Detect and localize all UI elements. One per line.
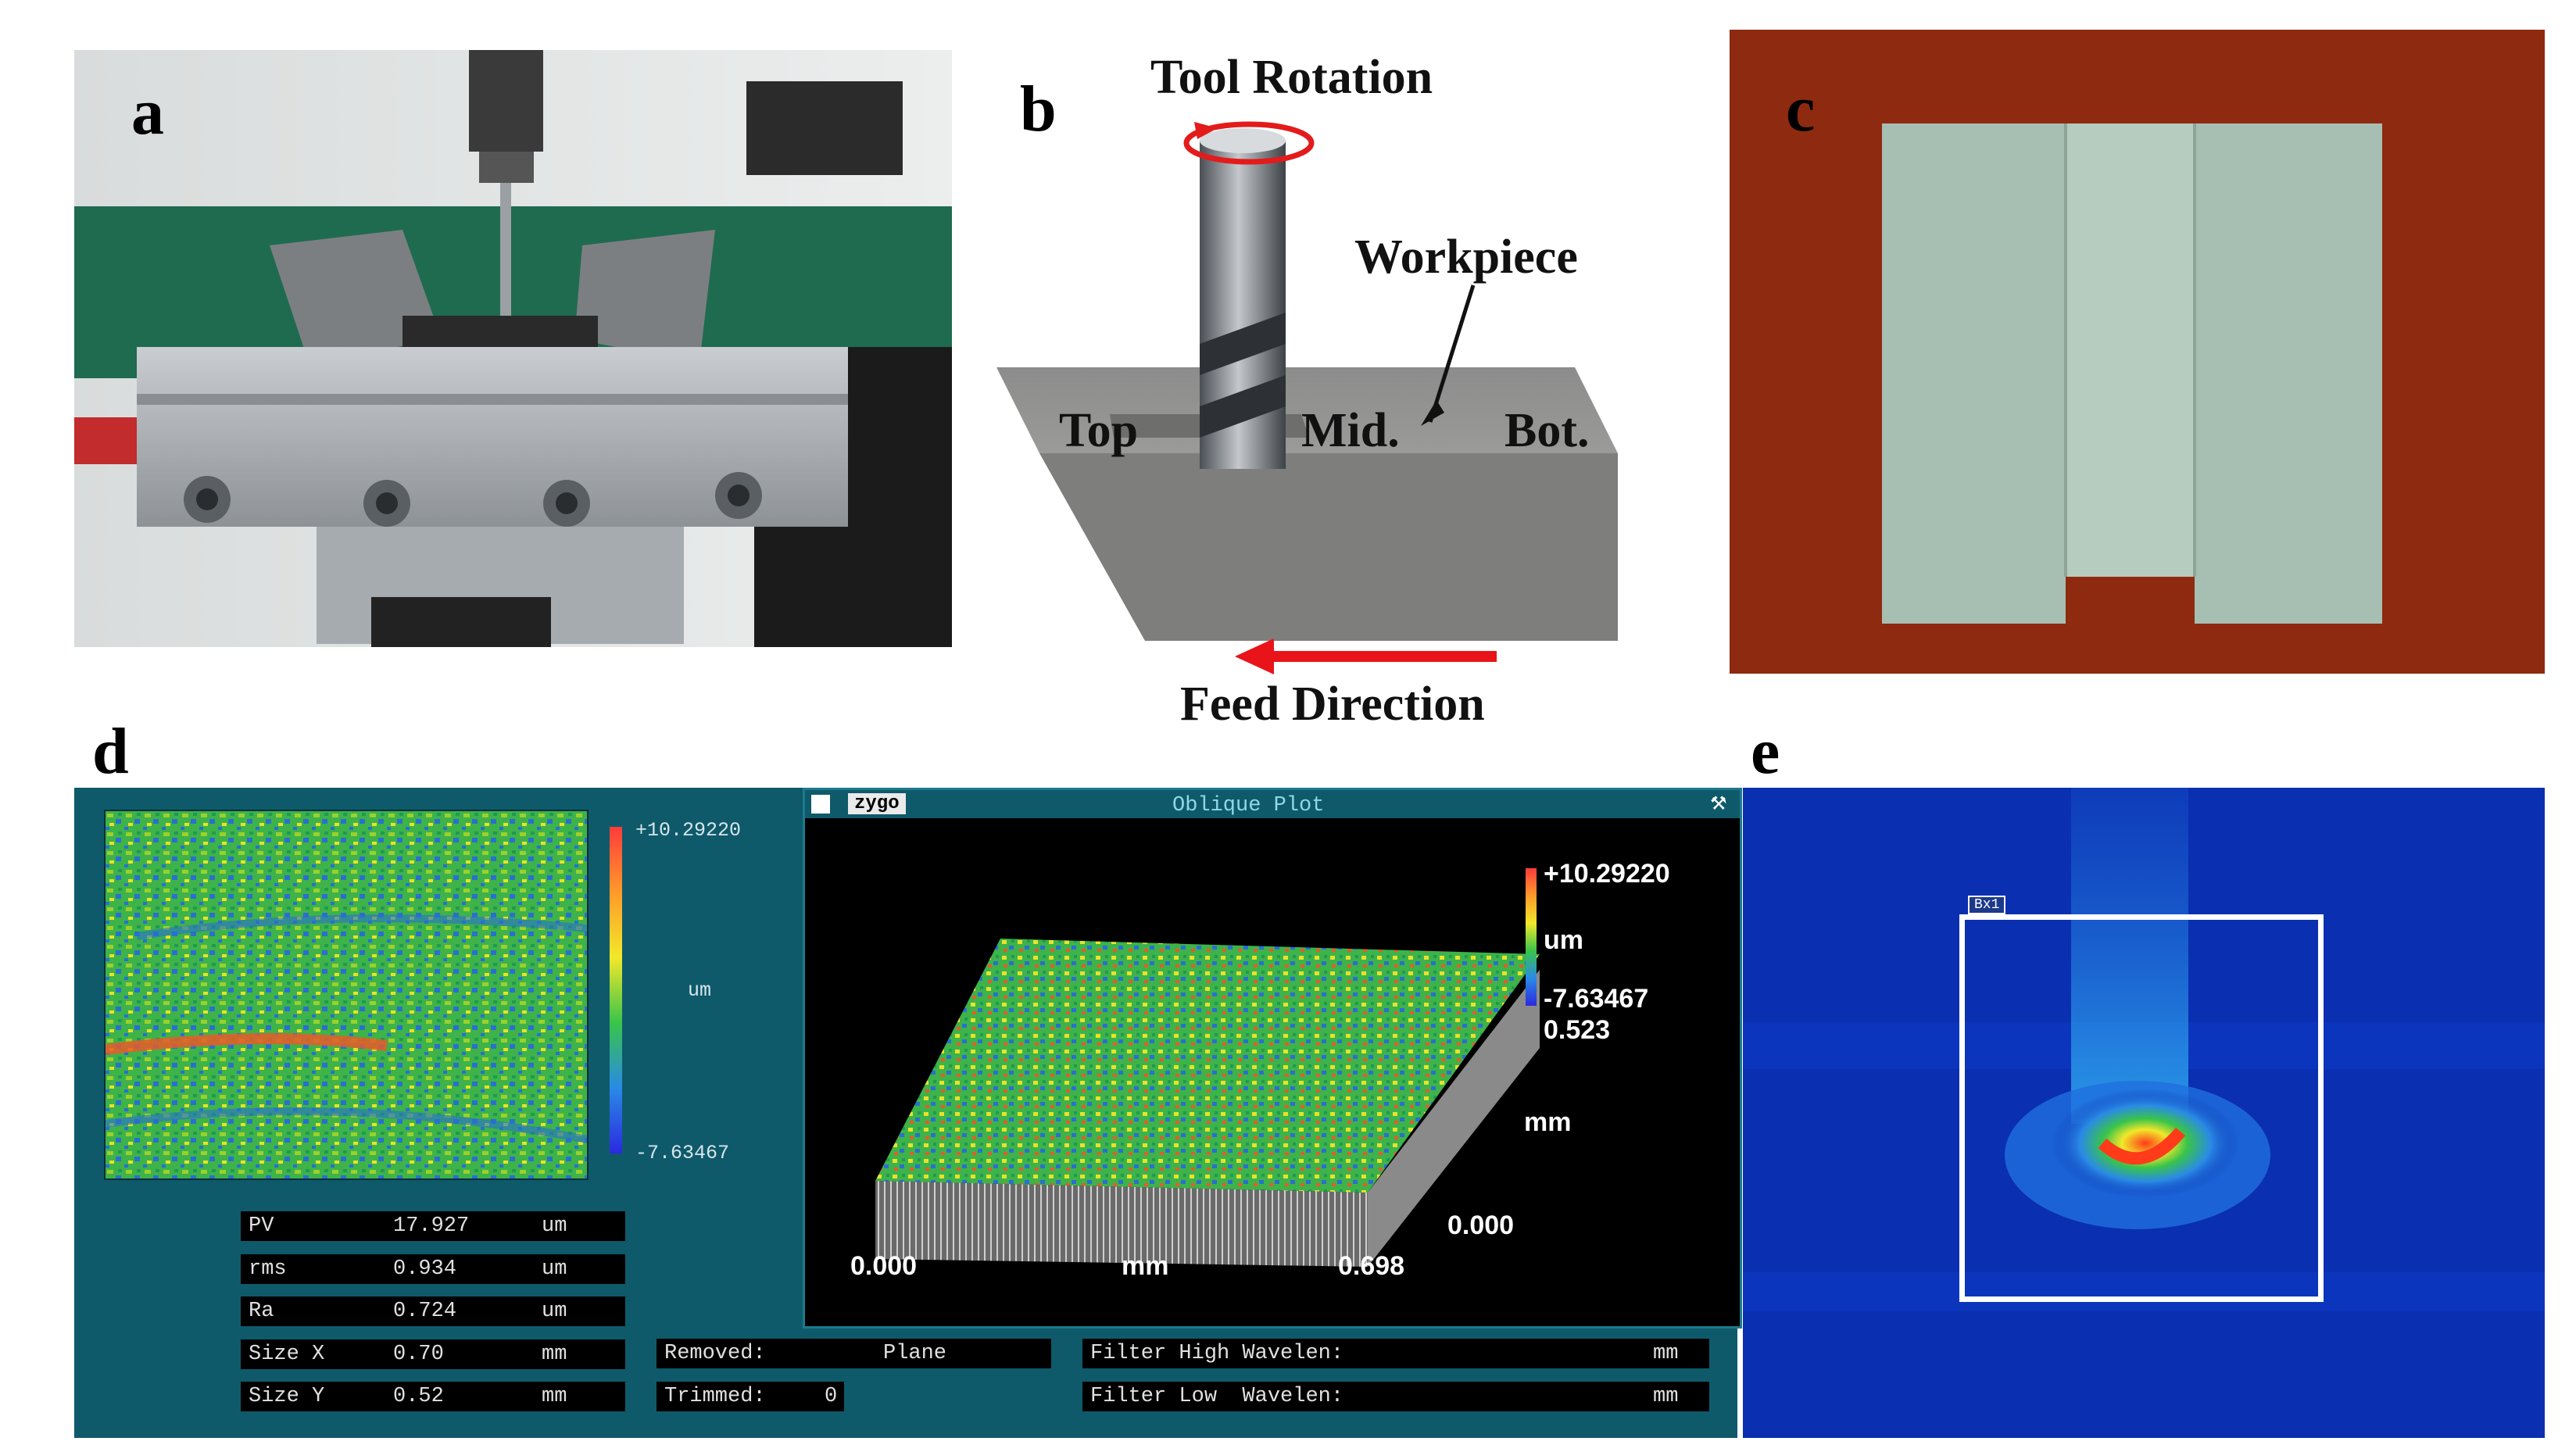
panel-e-letter: e [1751,715,1780,788]
panel-b-diagram [981,47,1684,672]
panel-d-profilometer: +10.29220 um -7.63467 zygo Oblique Plot … [74,788,1742,1438]
oblique-colorbar [1526,868,1537,1006]
panel-c-letter: c [1786,73,1816,145]
zygo-logo: zygo [848,793,906,814]
removed-row: Removed: Plane [657,1339,1051,1368]
readout-unit: um [542,1300,567,1323]
readout-value: 0.724 [393,1300,457,1323]
feed-direction-arrow [1235,638,1497,674]
filter-high-label: Filter High Wavelen: [1090,1342,1344,1365]
readout-value: 17.927 [393,1214,470,1238]
oblique-scale-extra: 0.523 [1544,1015,1611,1045]
removed-label: Removed: [664,1342,766,1365]
panel-a-letter: a [131,76,164,148]
y-axis-unit: mm [1524,1107,1572,1137]
oblique-3d-surface [875,939,1540,1267]
panel-d-letter: d [92,715,129,788]
readout-row: Ra 0.724 um [241,1296,625,1326]
panel-b-letter: b [1020,73,1057,145]
bot-label: Bot. [1504,404,1590,457]
map-scale-unit: um [688,979,712,1002]
trimmed-value: 0 [825,1385,838,1408]
panel-c-photo [1730,30,2545,674]
x-axis-end: 0.698 [1338,1251,1405,1281]
trimmed-label: Trimmed: [664,1385,766,1408]
readout-row: PV 17.927 um [241,1211,625,1241]
readout-label: PV [249,1214,274,1238]
top-label: Top [1059,404,1139,457]
x-axis-unit: mm [1122,1251,1169,1281]
roi-tag: Bx1 [1968,896,2006,914]
map-scale-max: +10.29220 [635,819,742,842]
filter-low-row: Filter Low Wavelen: mm [1082,1382,1709,1411]
readout-row: rms 0.934 um [241,1254,625,1284]
readout-unit: mm [542,1343,567,1366]
oblique-scale-min: -7.63467 [1544,984,1649,1014]
readout-unit: um [542,1214,567,1238]
readout-row: Size Y 0.52 mm [241,1382,625,1411]
rotation-arrow-icon [1183,121,1315,165]
oblique-scale-max: +10.29220 [1544,859,1670,889]
workpiece-pointer-arrow [1421,284,1476,426]
panel-a-photo [74,50,952,647]
trimmed-row: Trimmed: 0 [657,1382,844,1411]
readout-unit: um [542,1257,567,1281]
map-scale-min: -7.63467 [635,1142,730,1164]
surface-map-colorbar [610,827,622,1153]
oblique-scale-unit: um [1544,925,1583,955]
roi-box[interactable] [1959,914,2324,1302]
readout-label: Size X [249,1343,325,1366]
oblique-plot-title: Oblique Plot [1172,794,1325,817]
filter-high-row: Filter High Wavelen: mm [1082,1339,1709,1368]
filter-low-label: Filter Low Wavelen: [1090,1385,1344,1408]
feed-direction-label: Feed Direction [1180,678,1485,731]
mid-label: Mid. [1301,404,1400,457]
surface-map [104,810,589,1180]
oblique-plot-window: zygo Oblique Plot ⚒ [803,788,1742,1329]
removed-value: Plane [883,1342,947,1365]
readout-value: 0.934 [393,1257,457,1281]
readout-label: Size Y [249,1385,325,1408]
filter-low-unit: mm [1653,1385,1679,1408]
filter-high-unit: mm [1653,1342,1679,1365]
panel-e-thermal [1743,788,2545,1438]
readout-label: Ra [249,1300,274,1323]
readout-row: Size X 0.70 mm [241,1339,625,1369]
wrench-icon[interactable]: ⚒ [1710,794,1727,814]
readout-value: 0.52 [393,1385,444,1408]
readout-label: rms [249,1257,287,1281]
tool-rotation-label: Tool Rotation [1150,51,1433,104]
y-axis-start: 0.000 [1447,1211,1515,1240]
readout-value: 0.70 [393,1343,444,1366]
readout-unit: mm [542,1385,567,1408]
x-axis-start: 0.000 [850,1251,918,1281]
oblique-title-bar: zygo Oblique Plot ⚒ [805,790,1740,818]
window-menu-button[interactable] [811,795,830,814]
workpiece-label: Workpiece [1354,231,1578,284]
